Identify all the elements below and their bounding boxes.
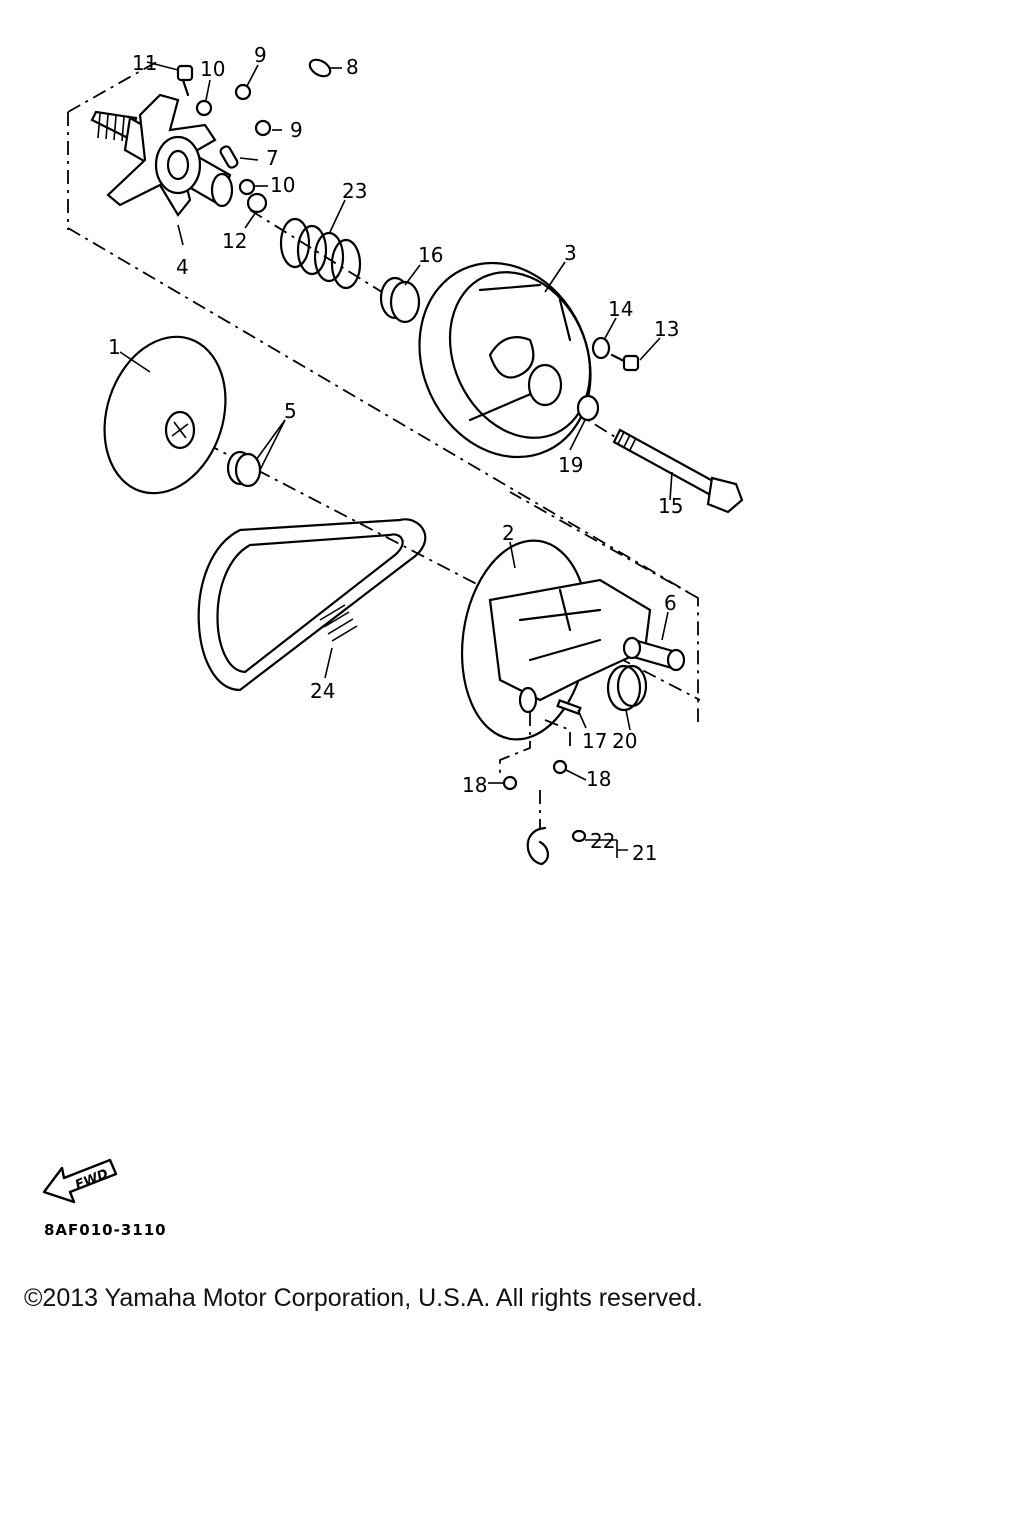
callout-2: 2: [502, 521, 515, 545]
copyright-notice: ©2013 Yamaha Motor Corporation, U.S.A. A…: [24, 1284, 703, 1312]
callout-6: 6: [664, 591, 677, 615]
callout-3: 3: [564, 241, 577, 265]
callout-9-lower: 9: [290, 118, 303, 142]
part-10-collar-upper: [195, 99, 213, 117]
callout-1: 1: [108, 335, 121, 359]
part-6-bushing: [622, 636, 686, 672]
part-2-sheave: [460, 539, 652, 741]
part-5-bushing: [226, 450, 262, 488]
callout-18-right: 18: [586, 767, 611, 791]
diagram-part-code: 8AF010-3110: [44, 1221, 167, 1239]
callout-19: 19: [558, 453, 583, 477]
part-14-washer: [591, 336, 611, 360]
callout-8: 8: [346, 55, 359, 79]
part-3-cover: [418, 261, 592, 459]
callout-14: 14: [608, 297, 633, 321]
callout-5: 5: [284, 399, 297, 423]
callout-4: 4: [176, 255, 189, 279]
callout-13: 13: [654, 317, 679, 341]
leader-lines: [119, 61, 673, 858]
callout-10-lower: 10: [270, 173, 295, 197]
callout-9-upper: 9: [254, 43, 267, 67]
part-1-sheave: [103, 335, 227, 495]
callout-16: 16: [418, 243, 443, 267]
part-23-spring: [279, 217, 362, 290]
part-7-pin: [219, 145, 239, 169]
part-9-roller-upper: [234, 83, 272, 137]
callout-22: 22: [590, 829, 615, 853]
part-12-collar: [246, 192, 268, 214]
fwd-arrow-icon: FWD: [42, 1158, 118, 1204]
callout-12: 12: [222, 229, 247, 253]
callout-21: 21: [632, 841, 657, 865]
part-15-bolt: [612, 428, 744, 514]
part-21-22-clip: [526, 790, 587, 866]
callout-7: 7: [266, 146, 279, 170]
callout-11: 11: [132, 51, 157, 75]
part-17-key: [556, 699, 582, 715]
callout-23: 23: [342, 179, 367, 203]
callout-17: 17: [582, 729, 607, 753]
callout-15: 15: [658, 494, 683, 518]
callout-20: 20: [612, 729, 637, 753]
part-20-ring: [606, 664, 648, 712]
callout-24: 24: [310, 679, 335, 703]
part-8-pin: [308, 58, 332, 78]
callout-10-upper: 10: [200, 57, 225, 81]
part-19-washer: [576, 394, 600, 422]
axis-line-lower: [179, 429, 701, 701]
part-4-spider-shaft: [90, 93, 234, 217]
part-24-belt: [197, 518, 427, 692]
part-13-screw: [610, 353, 640, 372]
part-16-bushing: [379, 276, 421, 324]
part-11-bolt: [176, 64, 194, 97]
callout-18-left: 18: [462, 773, 487, 797]
part-10-collar-lower: [238, 178, 256, 196]
